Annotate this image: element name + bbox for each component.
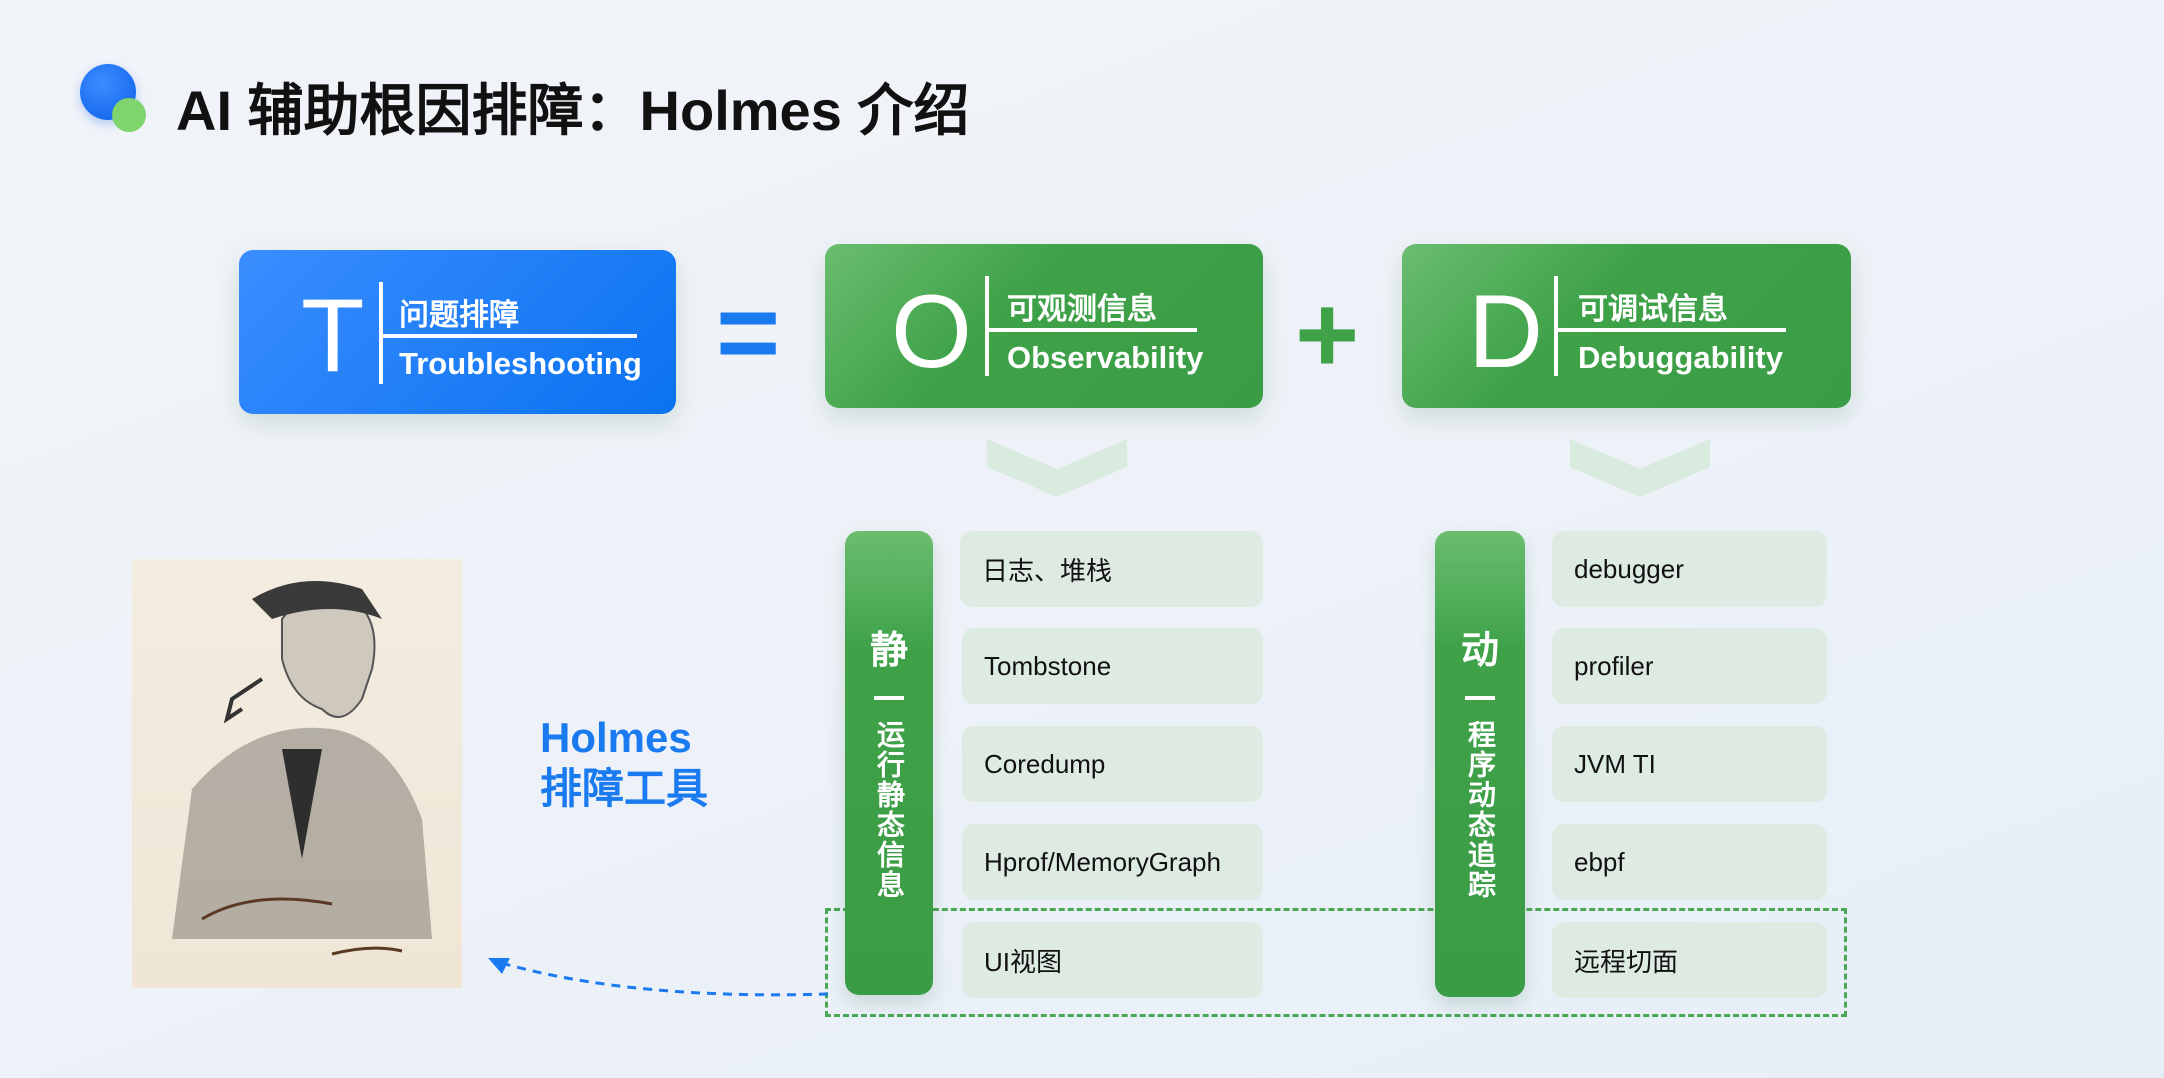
list-item: debugger: [1552, 531, 1827, 607]
o-en-label: Observability: [1007, 340, 1204, 375]
o-letter: O: [891, 274, 972, 390]
list-item: Hprof/MemoryGraph: [962, 824, 1263, 900]
page-title: AI 辅助根因排障：Holmes 介绍: [176, 79, 970, 142]
divider: [379, 282, 383, 384]
holmes-portrait-sketch: [132, 559, 462, 988]
list-item: profiler: [1552, 628, 1827, 704]
debuggability-box: D 可调试信息 Debuggability: [1402, 244, 1851, 408]
static-category-bar: 静 运行静态信息: [845, 531, 933, 995]
d-en-label: Debuggability: [1578, 340, 1783, 375]
dynamic-category-bar: 动 程序动态追踪: [1435, 531, 1525, 997]
holmes-label: Holmes 排障工具: [540, 712, 708, 814]
plus-sign: +: [1295, 273, 1360, 396]
divider: [985, 276, 989, 376]
t-en-label: Troubleshooting: [399, 346, 642, 381]
chevron-down-icon: [1570, 439, 1710, 497]
list-item: JVM TI: [1552, 726, 1827, 802]
list-item: UI视图: [962, 922, 1263, 998]
divider: [1554, 328, 1786, 332]
dashed-arrow-icon: [488, 958, 829, 997]
t-letter: T: [301, 278, 365, 394]
divider: [379, 334, 637, 338]
list-item: Coredump: [962, 726, 1263, 802]
list-item: 远程切面: [1552, 922, 1827, 998]
chevron-down-icon: [987, 439, 1127, 497]
divider: [1554, 276, 1558, 376]
list-item: ebpf: [1552, 824, 1827, 900]
observability-box: O 可观测信息 Observability: [825, 244, 1263, 408]
t-cn-label: 问题排障: [399, 299, 519, 332]
divider: [874, 696, 904, 700]
holmes-line1: Holmes: [540, 714, 692, 761]
holmes-line2: 排障工具: [540, 765, 709, 813]
highlight-dashed-box: [825, 908, 1847, 1017]
list-item: 日志、堆栈: [960, 531, 1263, 607]
o-cn-label: 可观测信息: [1007, 293, 1157, 326]
dynamic-subtitle: 程序动态追踪: [1465, 720, 1496, 900]
d-cn-label: 可调试信息: [1578, 293, 1728, 326]
dynamic-head: 动: [1460, 630, 1499, 672]
d-letter: D: [1468, 274, 1544, 390]
divider: [985, 328, 1197, 332]
list-item: Tombstone: [962, 628, 1263, 704]
equals-sign: =: [716, 271, 781, 394]
troubleshooting-box: T 问题排障 Troubleshooting: [239, 250, 676, 414]
divider: [1465, 696, 1495, 700]
static-head: 静: [869, 630, 908, 672]
static-subtitle: 运行静态信息: [874, 720, 905, 900]
logo-green-dot: [112, 98, 146, 132]
